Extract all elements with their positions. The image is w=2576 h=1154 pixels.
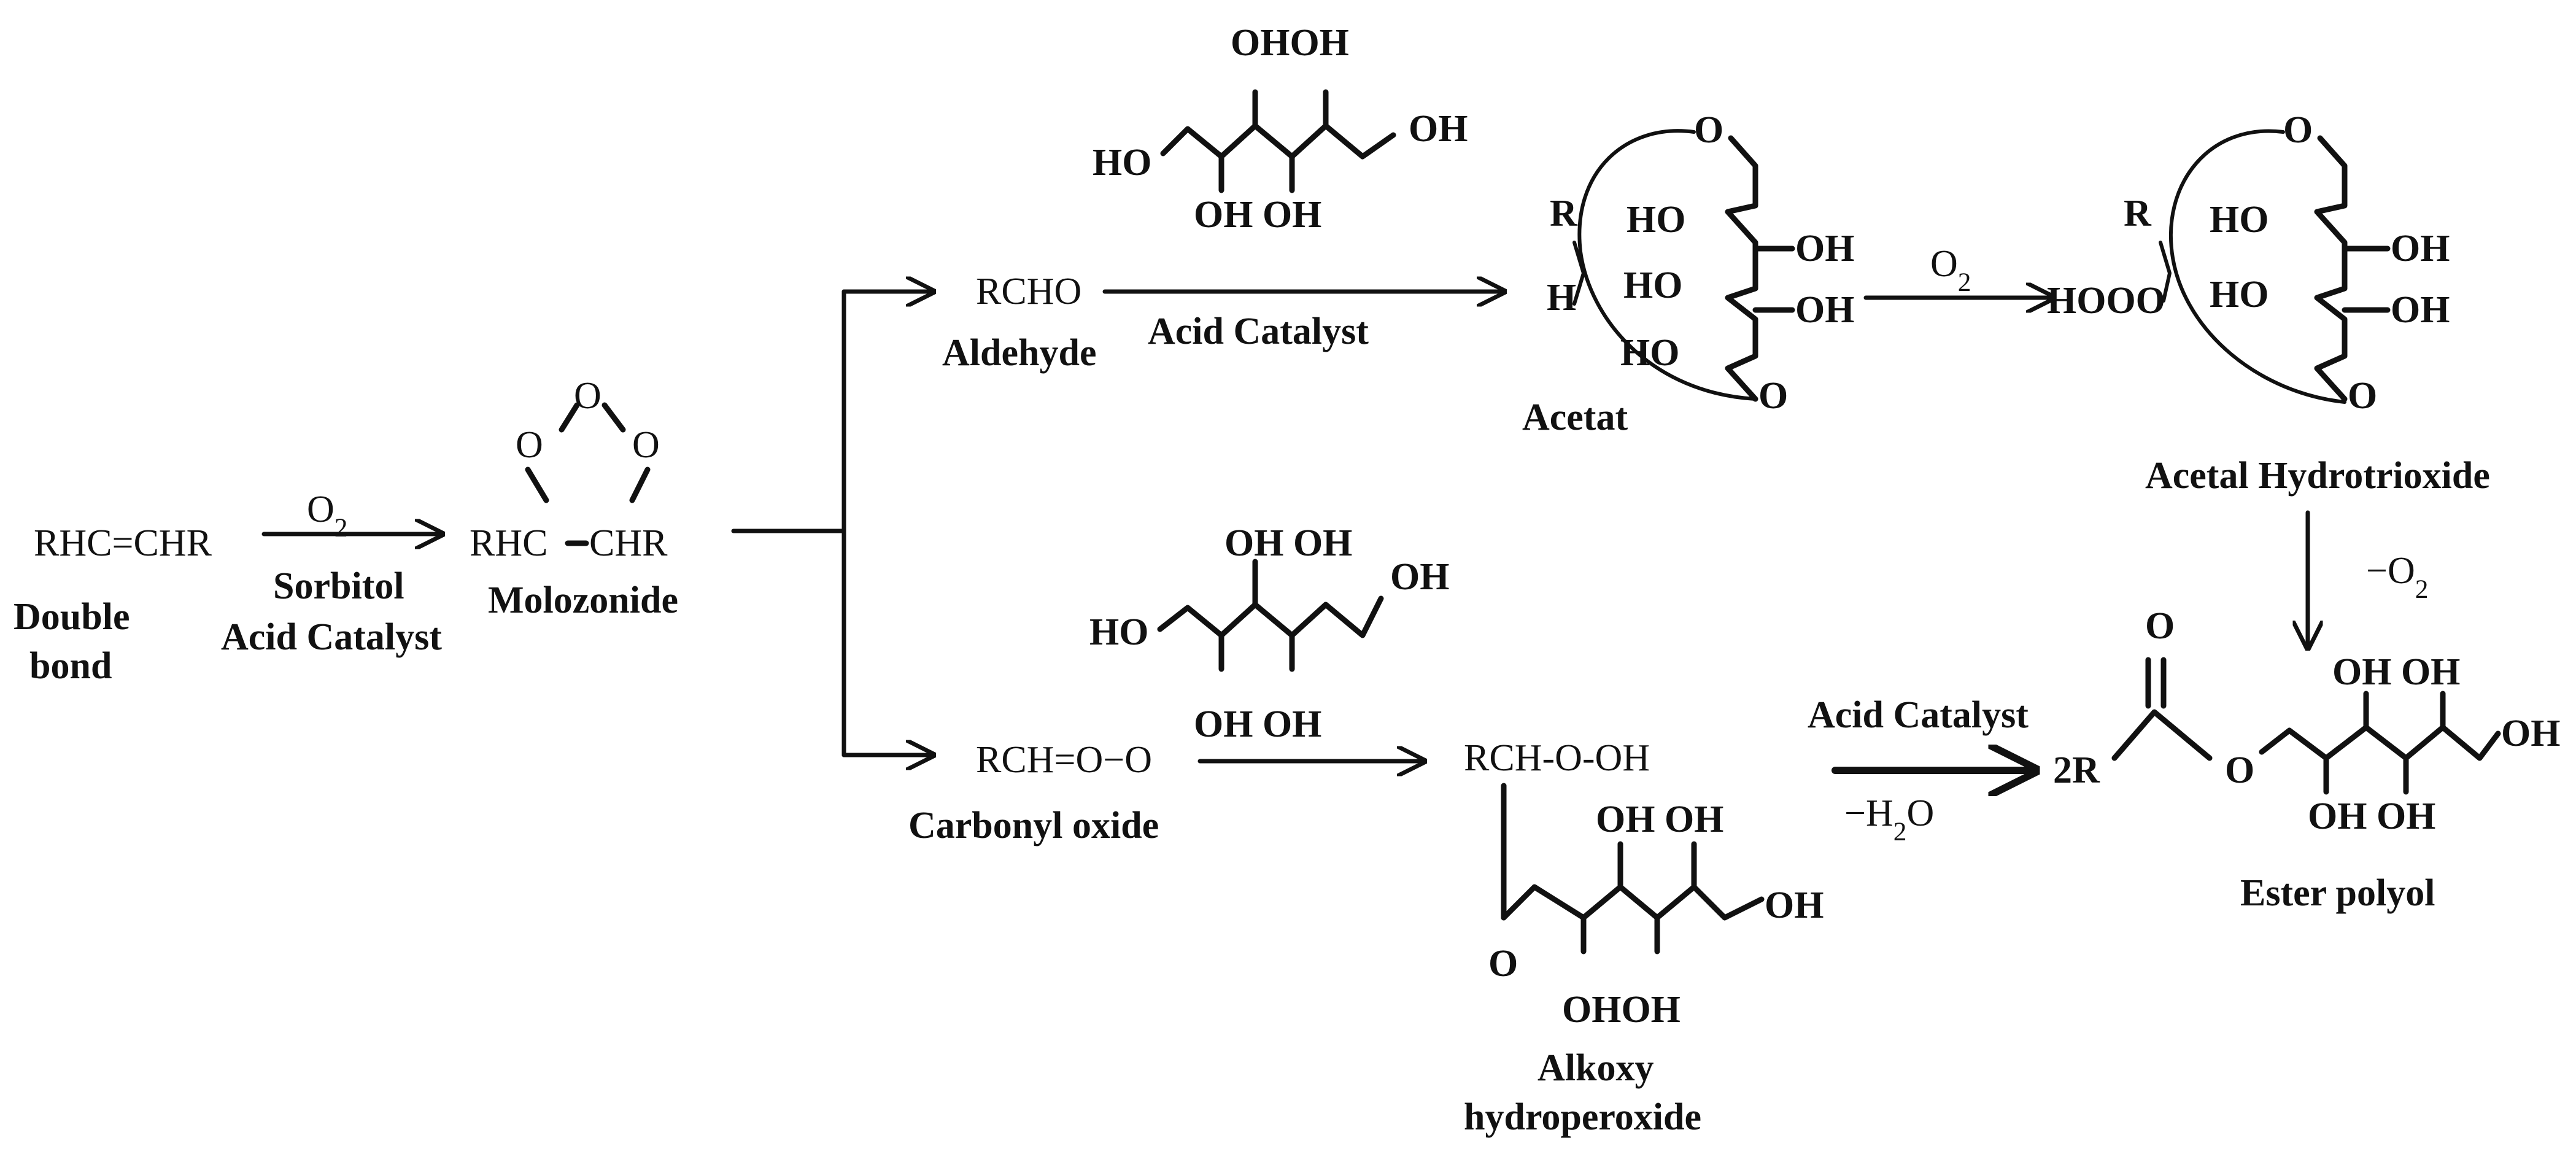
acetal-name: Acetat: [1522, 397, 1628, 438]
molozonide-bond-4: [629, 467, 651, 503]
sorbitol-lower-right-oh: OH: [1390, 556, 1449, 598]
hydrotrioxide-chain: [2314, 135, 2348, 402]
acetal-r: R: [1550, 193, 1578, 234]
final-arrow-bottom-label: −H2O: [1844, 792, 1934, 846]
final-arrow-top-label: Acid Catalyst: [1808, 694, 2029, 736]
ester-o-ring: O: [2225, 749, 2254, 791]
carbonyl-oxide-name: Carbonyl oxide: [908, 805, 1159, 846]
hydrotrioxide-oh-1: OH: [2391, 228, 2450, 269]
ester-bottom-oh: OH OH: [2308, 796, 2435, 837]
aldehyde-formula: RCHO: [976, 271, 1081, 312]
molozonide-left-group: RHC: [470, 522, 547, 564]
ester-r: 2R: [2053, 749, 2100, 791]
reactant-formula: RHC=CHR: [34, 522, 212, 564]
molozonide-o-right: O: [632, 424, 660, 466]
acetal-ho-1: HO: [1626, 199, 1685, 241]
sorbitol-upper-right-oh: OH: [1409, 108, 1468, 150]
ester-o-top: O: [2145, 605, 2175, 647]
ester-chain: [2259, 724, 2501, 761]
hydrotrioxide-r: R: [2124, 193, 2152, 234]
acetal-ho-2: HO: [1623, 265, 1682, 306]
acetal-ring-arc: [1577, 129, 1757, 401]
alkoxy-top-oh: OH OH: [1596, 799, 1723, 840]
alkoxy-o: O: [1488, 943, 1518, 985]
sorbitol-upper-left-ho: HO: [1093, 142, 1151, 184]
acetal-oh-1: OH: [1795, 228, 1854, 269]
molozonide-bond-1: [559, 402, 580, 433]
alkoxy-chain: [1501, 884, 1765, 921]
acetal-chain: [1725, 135, 1758, 402]
ester-top-oh: OH OH: [2332, 651, 2460, 693]
step1-sorbitol-label: Sorbitol: [273, 565, 404, 607]
sorbitol-lower-bottom-oh: OH OH: [1194, 703, 1321, 745]
hydrotrioxide-o-top: O: [2283, 109, 2313, 151]
hydrotrioxide-r-bond: [2159, 241, 2172, 303]
sorbitol-upper-top-oh: OHOH: [1231, 22, 1349, 64]
alkoxy-name-line1: Alkoxy: [1537, 1047, 1654, 1089]
molozonide-bond-2: [601, 402, 626, 433]
alkoxy-bottom-oh: OHOH: [1562, 989, 1681, 1031]
hydrotrioxide-name: Acetal Hydrotrioxide: [2145, 455, 2490, 497]
molozonide-o-left: O: [516, 424, 543, 466]
acetal-oh-2: OH: [1795, 289, 1854, 331]
ester-name: Ester polyol: [2240, 872, 2435, 914]
step1-catalyst-label: Acid Catalyst: [221, 616, 442, 658]
carbonyl-oxide-formula: RCH=O−O: [976, 739, 1152, 781]
hydrotrioxide-o-bottom: O: [2348, 375, 2377, 417]
aldehyde-name: Aldehyde: [942, 332, 1096, 374]
hydrotrioxide-ho-1: HO: [2210, 199, 2269, 241]
reactant-name-line2: bond: [29, 645, 112, 687]
step1-o2-label: O2: [307, 489, 347, 543]
acetal-h: H: [1547, 277, 1576, 319]
sorbitol-lower-chain: [1157, 595, 1384, 638]
molozonide-bond-3: [525, 467, 549, 503]
alkoxy-name-line2: hydroperoxide: [1464, 1096, 1701, 1138]
aldehyde-arrow-label: Acid Catalyst: [1148, 311, 1369, 352]
acetal-ho-3: HO: [1620, 332, 1679, 374]
ester-right-oh: OH: [2501, 713, 2560, 754]
sorbitol-lower-left-ho: HO: [1089, 611, 1148, 653]
ester-acyl-bonds: [2111, 709, 2213, 761]
alkoxy-formula: RCH-O-OH: [1464, 737, 1650, 779]
molozonide-name: Molozonide: [488, 579, 678, 621]
sorbitol-lower-top-oh: OH OH: [1224, 522, 1352, 564]
acetal-o-bottom: O: [1758, 375, 1788, 417]
molozonide-right-group: CHR: [589, 522, 668, 564]
acetal-r-h-bond: [1572, 241, 1585, 306]
acetal-o-top: O: [1694, 109, 1723, 151]
sorbitol-upper-bottom-oh: OH OH: [1194, 194, 1321, 236]
reactant-name-line1: Double: [14, 596, 130, 638]
o2-arrow-label: O2: [1930, 243, 1971, 297]
alkoxy-right-oh: OH: [1765, 885, 1824, 926]
sorbitol-upper-chain: [1160, 123, 1396, 160]
hydrotrioxide-ho-2: HO: [2210, 274, 2269, 316]
hydrotrioxide-hooo: HOOO: [2047, 280, 2165, 322]
hydrotrioxide-ring-arc: [2168, 129, 2346, 404]
molozonide-o-top: O: [574, 375, 601, 417]
hydrotrioxide-oh-2: OH: [2391, 289, 2450, 331]
minus-o2-label: −O2: [2366, 550, 2428, 604]
